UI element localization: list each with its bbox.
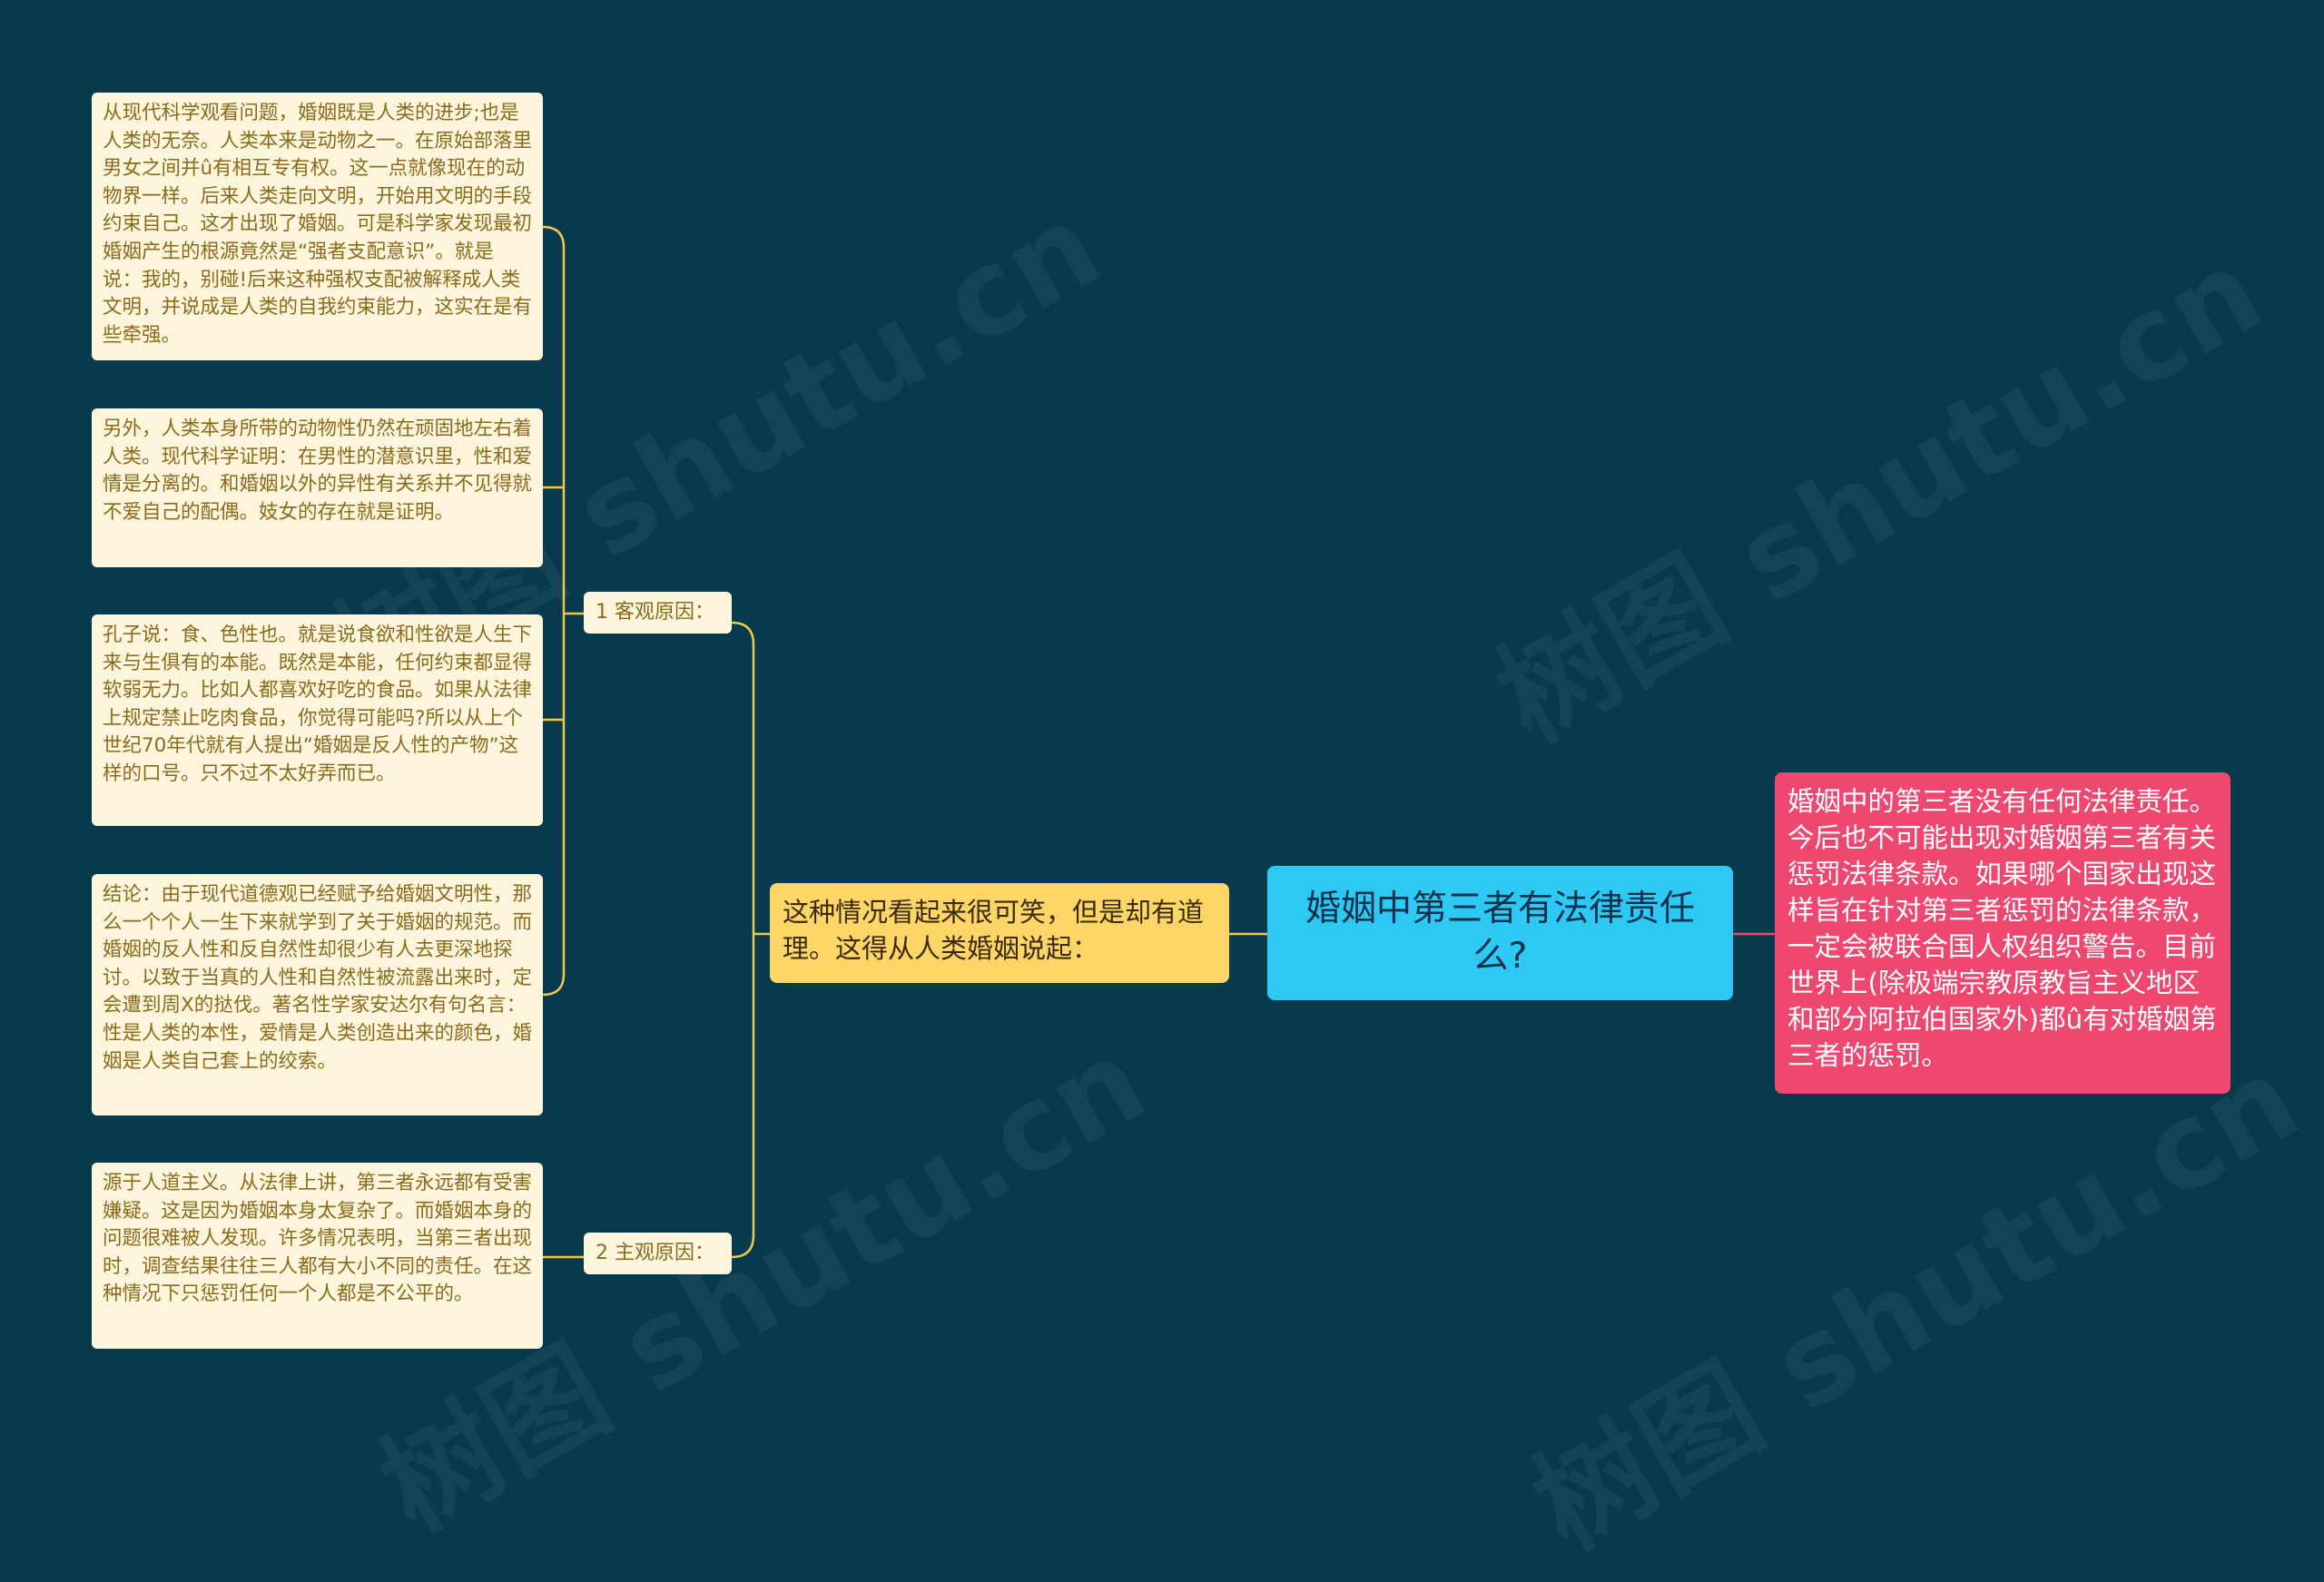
leaf-node[interactable]: 结论：由于现代道德观已经赋予给婚姻文明性，那么一个个人一生下来就学到了关于婚姻的… xyxy=(92,874,543,1115)
branch-text: 这种情况看起来很可笑，但是却有道理。这得从人类婚姻说起： xyxy=(783,897,1205,964)
right-node-text: 婚姻中的第三者没有任何法律责任。今后也不可能出现对婚姻第三者有关惩罚法律条款。如… xyxy=(1787,786,2217,1071)
connector-branch-subs xyxy=(731,621,755,1259)
root-node[interactable]: 婚姻中第三者有法律责任么? xyxy=(1267,866,1733,1000)
leaf-text: 另外，人类本身所带的动物性仍然在顽固地左右着人类。现代科学证明：在男性的潜意识里… xyxy=(103,418,533,524)
right-node[interactable]: 婚姻中的第三者没有任何法律责任。今后也不可能出现对婚姻第三者有关惩罚法律条款。如… xyxy=(1775,772,2230,1094)
leaf-node[interactable]: 另外，人类本身所带的动物性仍然在顽固地左右着人类。现代科学证明：在男性的潜意识里… xyxy=(92,408,543,567)
leaf-node[interactable]: 源于人道主义。从法律上讲，第三者永远都有受害嫌疑。这是因为婚姻本身太复杂了。而婚… xyxy=(92,1163,543,1349)
leaf-text: 从现代科学观看问题，婚姻既是人类的进步;也是人类的无奈。人类本来是动物之一。在原… xyxy=(103,102,533,347)
connector-sub1-leaves xyxy=(542,225,566,997)
sub-node-label: 2 主观原因： xyxy=(596,1242,714,1264)
leaf-node[interactable]: 孔子说：食、色性也。就是说食欲和性欲是人生下来与生俱有的本能。既然是本能，任何约… xyxy=(92,614,543,826)
leaf-text: 结论：由于现代道德观已经赋予给婚姻文明性，那么一个个人一生下来就学到了关于婚姻的… xyxy=(103,883,533,1073)
connector-lines xyxy=(542,225,1775,1259)
leaf-node[interactable]: 从现代科学观看问题，婚姻既是人类的进步;也是人类的无奈。人类本来是动物之一。在原… xyxy=(92,93,543,360)
leaf-text: 源于人道主义。从法律上讲，第三者永远都有受害嫌疑。这是因为婚姻本身太复杂了。而婚… xyxy=(103,1172,533,1306)
sub-node-label: 1 客观原因： xyxy=(596,601,714,624)
leaf-text: 孔子说：食、色性也。就是说食欲和性欲是人生下来与生俱有的本能。既然是本能，任何约… xyxy=(103,624,533,785)
sub-node-subjective[interactable]: 2 主观原因： xyxy=(584,1233,732,1274)
sub-node-objective[interactable]: 1 客观原因： xyxy=(584,592,732,634)
mindmap-canvas: 树图 shutu.cn 树图 shutu.cn 树图 shutu.cn 树图 s… xyxy=(92,93,2320,1577)
branch-node[interactable]: 这种情况看起来很可笑，但是却有道理。这得从人类婚姻说起： xyxy=(770,883,1229,983)
root-label: 婚姻中第三者有法律责任么? xyxy=(1305,889,1695,977)
